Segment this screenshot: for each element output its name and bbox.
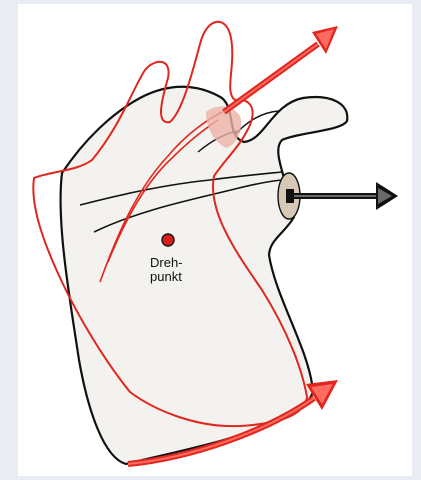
pivot-dot bbox=[162, 234, 174, 246]
pivot-label-line1: Dreh- bbox=[150, 255, 183, 270]
pivot-label-line2: punkt bbox=[150, 269, 182, 284]
push-arrow-right-icon bbox=[286, 182, 398, 210]
